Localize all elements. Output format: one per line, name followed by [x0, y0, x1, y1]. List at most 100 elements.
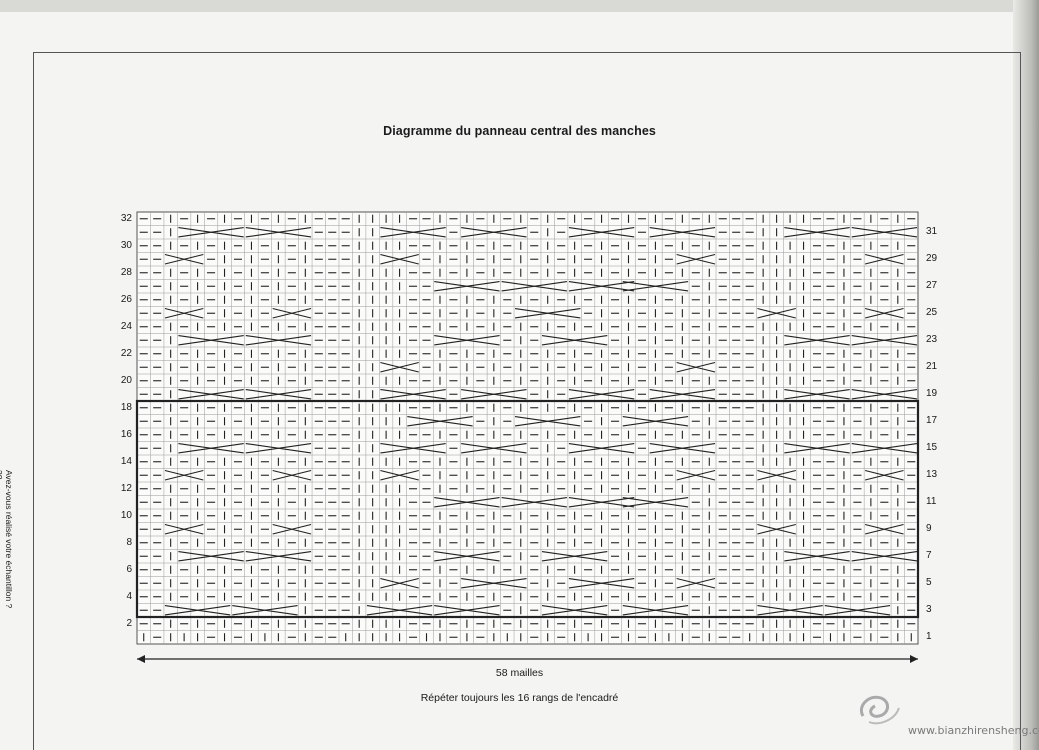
cable-stroke — [541, 334, 608, 346]
cable-crossing — [245, 334, 312, 346]
cable-crossing — [178, 334, 244, 346]
cable-crossing — [851, 334, 918, 346]
cable-crossing — [501, 280, 567, 292]
cable-crossing — [380, 442, 446, 454]
cable-stroke — [461, 388, 527, 400]
arrow-left-icon — [137, 655, 145, 663]
cable-stroke — [676, 361, 716, 373]
cable-crossing — [461, 388, 527, 400]
row-label-right: 1 — [926, 631, 932, 643]
cable-crossing — [272, 469, 312, 481]
scan-edge-right — [1013, 0, 1039, 750]
cable-crossing — [434, 334, 500, 346]
cable-crossing — [757, 469, 796, 481]
cable-crossing — [568, 280, 635, 292]
cable-stroke — [245, 388, 312, 400]
cable-crossing — [380, 253, 419, 265]
row-label-left: 2 — [126, 617, 132, 629]
row-label-left: 8 — [126, 536, 132, 548]
cable-crossing — [568, 388, 635, 400]
row-label-right: 5 — [926, 577, 932, 589]
cable-crossing — [541, 334, 608, 346]
cable-stroke — [164, 523, 204, 535]
cable-stroke — [757, 307, 796, 319]
row-label-right: 3 — [926, 604, 932, 616]
row-label-right: 17 — [926, 415, 938, 427]
cable-crossing — [622, 280, 689, 292]
cable-crossing — [649, 442, 716, 454]
cable-crossing — [434, 604, 500, 616]
repeat-box — [135, 399, 920, 619]
row-label-left: 28 — [120, 266, 132, 278]
cable-stroke — [272, 469, 312, 481]
scan-edge-top — [0, 0, 1039, 12]
cable-stroke — [380, 361, 419, 373]
cable-stroke — [568, 280, 635, 292]
cable-stroke — [757, 523, 796, 535]
cable-crossing — [380, 388, 446, 400]
cable-stroke — [245, 226, 312, 238]
cable-stroke — [164, 253, 204, 265]
cable-stroke — [649, 226, 716, 238]
cable-stroke — [676, 577, 716, 589]
cable-crossing — [380, 226, 446, 238]
cable-stroke — [622, 415, 689, 427]
cable-stroke — [824, 604, 891, 616]
cable-stroke — [380, 469, 419, 481]
cable-stroke — [784, 334, 850, 346]
row-label-right: 11 — [926, 496, 937, 508]
cable-stroke — [541, 550, 608, 562]
cable-crossing — [366, 604, 433, 616]
cable-stroke — [245, 550, 312, 562]
cable-stroke — [851, 442, 918, 454]
row-label-left: 20 — [120, 374, 132, 386]
cable-stroke — [434, 280, 500, 292]
cable-stroke — [784, 226, 850, 238]
row-label-right: 23 — [926, 334, 938, 346]
chart-title: Diagramme du panneau central des manches — [383, 124, 656, 138]
chart-symbols — [139, 214, 918, 642]
watermark-logo-icon — [860, 695, 900, 725]
cable-stroke — [865, 523, 904, 535]
cable-stroke — [676, 469, 716, 481]
cable-crossing — [865, 307, 904, 319]
cable-stroke — [622, 604, 689, 616]
cable-crossing — [461, 577, 527, 589]
cable-stroke — [178, 334, 244, 346]
cable-crossing — [434, 550, 500, 562]
cable-crossing — [622, 496, 689, 508]
cable-stroke — [434, 604, 500, 616]
cable-crossing — [164, 307, 204, 319]
cable-stroke — [366, 604, 433, 616]
width-label: 58 mailles — [495, 667, 544, 679]
cable-crossing — [622, 604, 689, 616]
cable-crossing — [568, 496, 635, 508]
cable-stroke — [461, 577, 527, 589]
cable-stroke — [380, 577, 419, 589]
row-label-right: 15 — [926, 442, 938, 454]
cable-crossing — [461, 442, 527, 454]
cable-crossing — [178, 550, 244, 562]
row-label-right: 19 — [926, 388, 938, 400]
cable-crossing — [851, 442, 918, 454]
row-label-right: 29 — [926, 253, 938, 265]
row-label-left: 12 — [120, 482, 132, 494]
cable-crossing — [178, 388, 244, 400]
cable-crossing — [865, 469, 904, 481]
cable-stroke — [851, 334, 918, 346]
cable-crossing — [541, 604, 608, 616]
cable-crossing — [568, 226, 635, 238]
cable-stroke — [568, 442, 635, 454]
cable-stroke — [501, 280, 567, 292]
chart-grid-lines — [137, 212, 918, 644]
cable-stroke — [272, 307, 312, 319]
row-label-right: 27 — [926, 280, 938, 292]
cable-crossing — [865, 523, 904, 535]
cable-crossing — [851, 550, 918, 562]
row-label-left: 24 — [120, 320, 132, 332]
cable-stroke — [757, 604, 823, 616]
cable-crossing — [676, 361, 716, 373]
row-label-left: 4 — [126, 590, 132, 602]
cable-crossing — [380, 361, 419, 373]
cable-crossing — [434, 496, 500, 508]
